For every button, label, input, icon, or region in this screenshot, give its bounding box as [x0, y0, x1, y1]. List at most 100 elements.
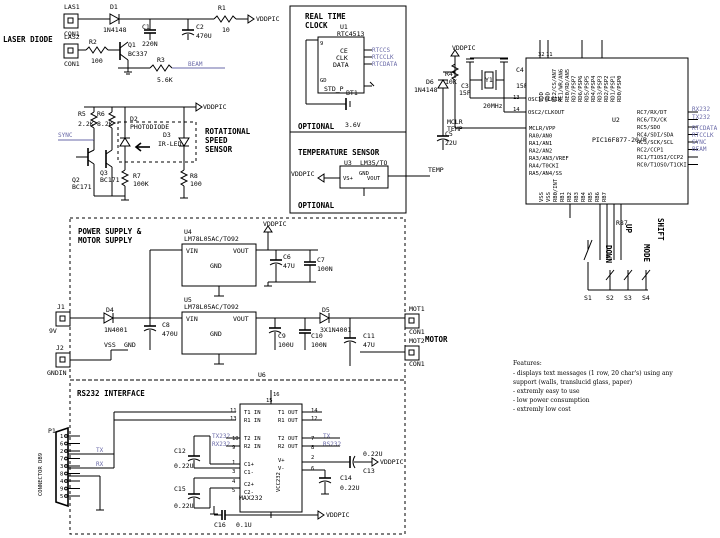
svg-text:OSC1/CLKIN: OSC1/CLKIN: [528, 97, 561, 103]
svg-text:100K: 100K: [133, 180, 149, 188]
pic-bottom-pin-label: RB4: [581, 191, 587, 202]
pic-right-pin-label: RC1/T1OSI/CCP2: [637, 155, 683, 161]
features-note: Features: - displays text messages (1 ro…: [513, 360, 673, 413]
svg-text:GNDIN: GNDIN: [47, 369, 67, 377]
svg-text:D3: D3: [163, 131, 171, 139]
temp-optional: OPTIONAL: [298, 201, 335, 210]
max232-left-pin-label: R1 IN: [244, 418, 261, 424]
svg-text:LM78L05AC/TO92: LM78L05AC/TO92: [184, 303, 239, 311]
db9-pin-number: 8: [60, 472, 63, 478]
las1-connector: [63, 13, 79, 29]
svg-text:GND: GND: [124, 341, 136, 349]
svg-text:0.1U: 0.1U: [236, 521, 252, 529]
switch-s2[interactable]: S2: [605, 269, 615, 302]
svg-text:13: 13: [230, 416, 237, 422]
switch-s3[interactable]: S3: [623, 269, 633, 302]
svg-text:J1: J1: [57, 303, 65, 311]
svg-text:U1: U1: [340, 23, 348, 31]
svg-text:MOT2: MOT2: [409, 337, 425, 345]
svg-text:3: 3: [232, 469, 235, 475]
svg-text:S1: S1: [584, 294, 592, 302]
svg-text:TX: TX: [96, 447, 104, 454]
u2-pic-chip: [525, 57, 689, 205]
svg-text:R3: R3: [157, 56, 165, 64]
max232-left-pin-label: C1+: [244, 462, 255, 468]
svg-text:J2: J2: [56, 344, 64, 352]
pic-top-pin-label: RE2/CS/AN7: [552, 69, 558, 102]
svg-text:13: 13: [513, 95, 520, 101]
svg-text:2: 2: [311, 455, 314, 461]
svg-text:D5: D5: [322, 306, 330, 314]
svg-text:R6: R6: [97, 110, 105, 118]
svg-text:C1: C1: [142, 23, 150, 31]
db9-connector: [55, 426, 69, 508]
pic-left-pin-label: RA3/AN3/VREF: [529, 156, 569, 162]
db9-pin: [64, 434, 68, 438]
svg-text:CON1: CON1: [409, 328, 425, 336]
pic-bottom-pin-label: RB0/INT: [553, 178, 559, 202]
svg-text:RTCCLK: RTCCLK: [692, 132, 714, 139]
svg-text:14: 14: [311, 408, 318, 414]
svg-text:GD: GD: [320, 78, 327, 84]
pic-right-pin-label: RC3/SCK/SCL: [637, 140, 674, 146]
svg-text:47U: 47U: [363, 341, 375, 349]
svg-text:TX232: TX232: [692, 114, 710, 121]
svg-text:VIN: VIN: [186, 247, 198, 255]
svg-text:RTCCLK: RTCCLK: [372, 54, 394, 61]
svg-text:10K: 10K: [445, 78, 457, 86]
svg-text:CLK: CLK: [336, 54, 348, 62]
mot2-connector: [404, 345, 420, 361]
max232-left-pin-label: C2-: [244, 490, 254, 496]
svg-text:S3: S3: [624, 294, 632, 302]
svg-text:BEAM: BEAM: [188, 61, 203, 68]
max232-left-pin-label: T2 IN: [244, 436, 261, 442]
svg-text:TEMP: TEMP: [428, 166, 444, 174]
pic-bottom-pin-label: RB3: [574, 192, 580, 202]
svg-text:BC171: BC171: [72, 183, 92, 191]
svg-text:SPEED: SPEED: [205, 136, 228, 145]
svg-text:100N: 100N: [311, 341, 327, 349]
svg-text:C16: C16: [214, 521, 226, 529]
svg-text:VOUT: VOUT: [233, 247, 249, 255]
switch-s4[interactable]: S4: [641, 269, 651, 302]
power-supply-section: POWER SUPPLY & MOTOR SUPPLY U4 LM78L05AC…: [47, 217, 448, 381]
pic-right-pins: RC7/RX/DTRC6/TX/CKRC5/SDORC4/SDI/SDARC3/…: [637, 110, 698, 169]
svg-text:11: 11: [230, 408, 237, 414]
up-label: UP: [624, 224, 633, 234]
svg-text:RTC4513: RTC4513: [337, 30, 364, 38]
pic-right-pin-label: RC2/CCP1: [637, 148, 664, 154]
svg-text:VDDPIC: VDDPIC: [203, 103, 227, 111]
max232-right-pin-label: T2 OUT: [278, 436, 299, 442]
db9-pin: [64, 494, 68, 498]
switch-s1[interactable]: S1: [583, 239, 593, 302]
svg-text:VIN: VIN: [186, 315, 198, 323]
svg-text:3.6V: 3.6V: [345, 121, 361, 129]
motor-title: MOTOR: [425, 335, 448, 344]
svg-text:C11: C11: [363, 332, 375, 340]
svg-text:RTCDATA: RTCDATA: [692, 125, 718, 132]
las2-connector: [63, 43, 79, 59]
svg-text:VDDPIC: VDDPIC: [326, 511, 350, 519]
mot1-connector: [404, 313, 420, 329]
svg-text:GND: GND: [210, 262, 222, 270]
j2-connector: [55, 352, 71, 368]
svg-text:CLOCK: CLOCK: [305, 21, 328, 30]
svg-text:TEMP: TEMP: [447, 125, 463, 133]
svg-text:BEAM: BEAM: [692, 146, 707, 153]
svg-text:- low power consumption: - low power consumption: [513, 397, 590, 404]
svg-text:4: 4: [232, 479, 236, 485]
max232-right-pin-label: R1 OUT: [278, 418, 299, 424]
svg-text:- displays text messages (1 ro: - displays text messages (1 row, 20 char…: [513, 370, 673, 377]
svg-text:DATA: DATA: [333, 61, 349, 69]
svg-text:C9: C9: [278, 332, 286, 340]
svg-text:100: 100: [91, 57, 103, 65]
pic-bottom-pin-label: RB6: [595, 192, 601, 202]
db9-pin: [64, 464, 68, 468]
svg-text:BT1: BT1: [346, 89, 358, 97]
svg-text:LM78L05AC/TO92: LM78L05AC/TO92: [184, 235, 239, 243]
svg-text:1N4001: 1N4001: [104, 326, 128, 334]
buttons-section: R87 S1 DOWN S2 UP S3 MODE S4 SHIFT: [569, 204, 665, 302]
